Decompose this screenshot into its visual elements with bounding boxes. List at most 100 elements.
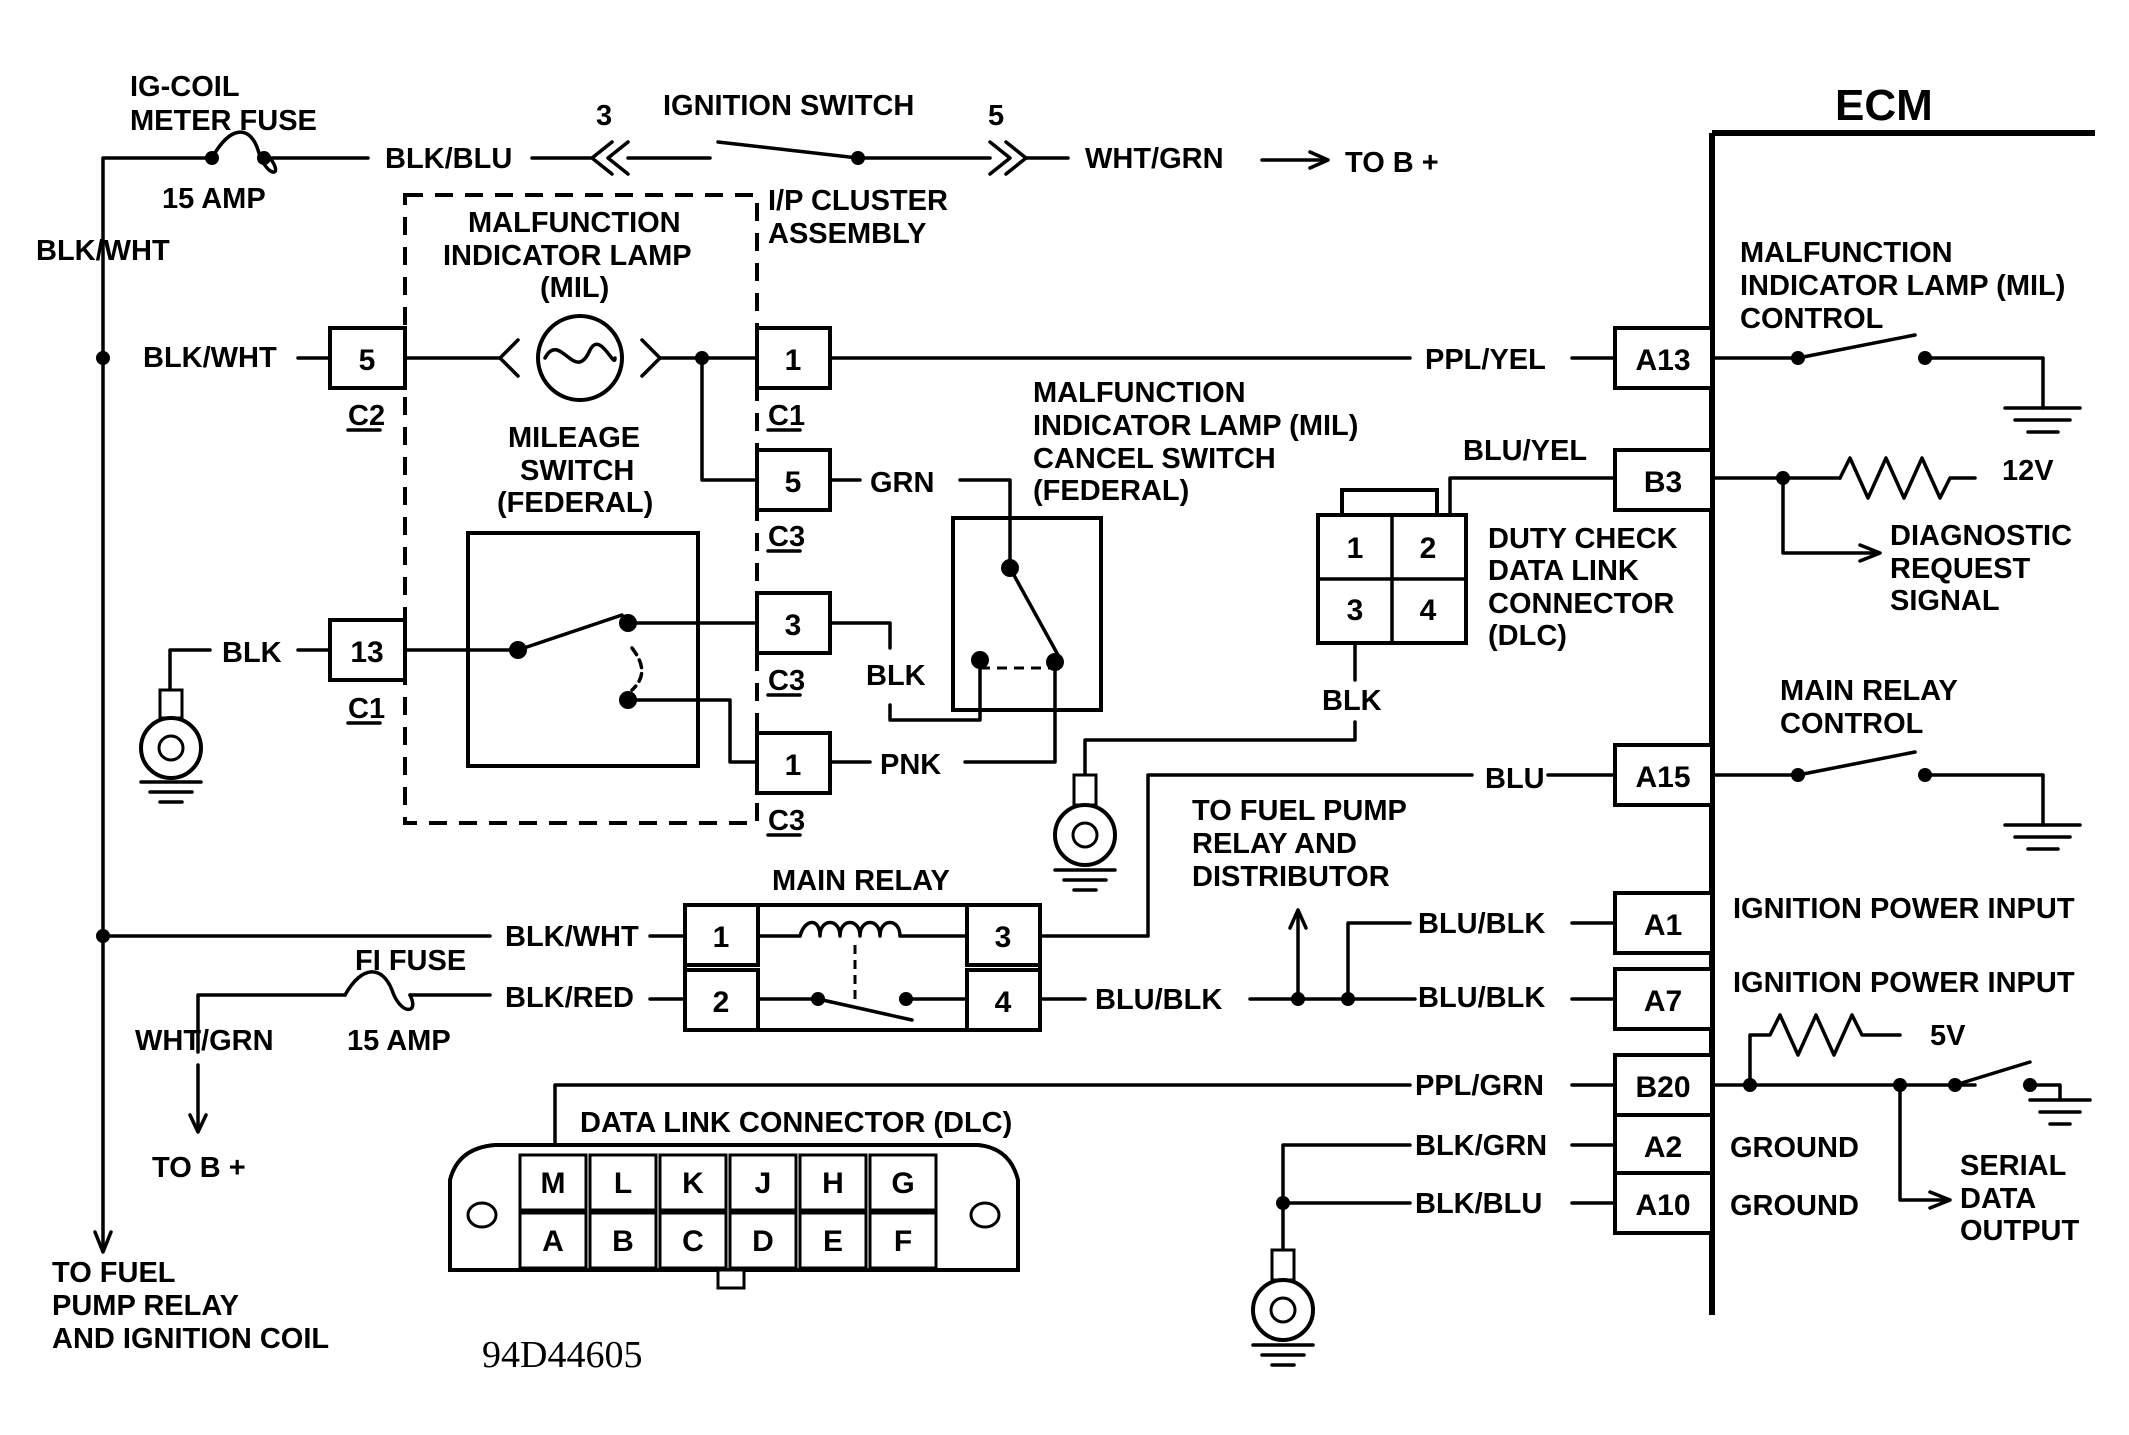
svg-text:DUTY CHECK: DUTY CHECK — [1488, 523, 1678, 555]
svg-text:OUTPUT: OUTPUT — [1960, 1215, 2080, 1247]
wire-blu-yel: BLU/YEL — [1463, 435, 1587, 467]
wire-wht-grn-bottom: WHT/GRN — [135, 1025, 274, 1057]
pin-a15: A15 — [1635, 761, 1690, 794]
svg-text:CONTROL: CONTROL — [1740, 303, 1883, 335]
dlc-pin-cell — [798, 1153, 868, 1212]
wire-blu-blk-relay: BLU/BLK — [1095, 984, 1222, 1016]
dlc-pin-label: D — [752, 1225, 774, 1258]
dlc-pin-cell — [518, 1153, 588, 1212]
ignition-power-input-1: IGNITION POWER INPUT — [1733, 893, 2075, 925]
duty-check-dlc: BLU/YEL B3 1 2 3 4 DUTY CHECK DATA LINK … — [1083, 435, 1714, 777]
fuse-rating-top: 15 AMP — [162, 183, 266, 215]
ig-coil-label: IG-COIL — [130, 71, 240, 103]
pin-a13: A13 — [1635, 344, 1690, 377]
fuse-symbol-top — [210, 130, 278, 174]
wire-blu: BLU — [1485, 763, 1545, 795]
dlc-pin-cell — [588, 1211, 658, 1270]
wire-blk-c1: BLK — [222, 637, 282, 669]
svg-text:MAIN RELAY: MAIN RELAY — [1780, 675, 1958, 707]
ecm-main-relay-control: MAIN RELAY CONTROL — [1710, 675, 2082, 851]
svg-text:(DLC): (DLC) — [1488, 620, 1567, 652]
wire-blk-blu-top: BLK/BLU — [385, 143, 512, 175]
main-relay: MAIN RELAY 1 2 3 4 — [683, 865, 1042, 1032]
ecm-title: ECM — [1835, 81, 1933, 130]
svg-text:MILEAGE: MILEAGE — [508, 422, 640, 454]
svg-text:SERIAL: SERIAL — [1960, 1150, 2066, 1182]
conn-c3-c: C3 — [768, 805, 805, 837]
svg-text:SWITCH: SWITCH — [520, 455, 634, 487]
dlc-pin-label: E — [823, 1225, 843, 1258]
svg-text:INDICATOR LAMP (MIL): INDICATOR LAMP (MIL) — [1740, 270, 2065, 302]
ignition-switch-label: IGNITION SWITCH — [663, 90, 914, 122]
svg-text:CONNECTOR: CONNECTOR — [1488, 588, 1674, 620]
pin-c1-13: 13 — [350, 636, 383, 669]
to-fuel-pump-label-2: RELAY AND — [1192, 828, 1357, 860]
conn-c3-a: C3 — [768, 521, 805, 553]
pin-c3-1: 1 — [785, 749, 802, 782]
wire-blk-wht-c2: BLK/WHT — [143, 342, 277, 374]
to-b-plus-top: TO B + — [1345, 147, 1439, 179]
connector-5-symbol — [988, 140, 1028, 176]
dlc-pin-cell — [868, 1211, 938, 1270]
svg-text:DATA LINK: DATA LINK — [1488, 555, 1639, 587]
wire-blu-blk-a7: BLU/BLK — [1418, 982, 1545, 1014]
diagnostic-request: 12V DIAGNOSTIC REQUEST SIGNAL — [1710, 455, 2072, 617]
dlc-pin-cell — [728, 1153, 798, 1212]
pin-a7: A7 — [1644, 985, 1682, 1018]
dlc-pin-label: L — [614, 1167, 632, 1200]
dlc-pin-label: F — [894, 1225, 912, 1258]
ground-mid — [1053, 773, 1117, 892]
dlc-pin-label: J — [755, 1167, 772, 1200]
conn-c1-b: C1 — [348, 693, 385, 725]
svg-text:CANCEL SWITCH: CANCEL SWITCH — [1033, 443, 1276, 475]
wire-blk-grn: BLK/GRN — [1415, 1130, 1547, 1162]
wire-blk-blu-bottom: BLK/BLU — [1415, 1188, 1542, 1220]
dlc-pin-cell — [658, 1211, 728, 1270]
svg-text:3: 3 — [1347, 594, 1364, 627]
svg-text:INDICATOR LAMP: INDICATOR LAMP — [443, 240, 692, 272]
to-fuel-pump-relay-2: PUMP RELAY — [52, 1290, 239, 1322]
mileage-switch: MILEAGE SWITCH (FEDERAL) — [466, 422, 700, 768]
svg-text:1: 1 — [1347, 532, 1364, 565]
pin-c3-5: 5 — [785, 466, 802, 499]
wire-blk-mid: BLK — [866, 660, 926, 692]
dlc-pin-label: G — [891, 1167, 914, 1200]
svg-text:SIGNAL: SIGNAL — [1890, 585, 2000, 617]
svg-text:3: 3 — [995, 921, 1012, 954]
wire-blk-dlc: BLK — [1322, 685, 1382, 717]
svg-text:(FEDERAL): (FEDERAL) — [1033, 475, 1189, 507]
to-fuel-pump-label-1: TO FUEL PUMP — [1192, 795, 1407, 827]
ecm-mil-control: MALFUNCTION INDICATOR LAMP (MIL) CONTROL — [1710, 237, 2082, 434]
svg-text:4: 4 — [995, 986, 1012, 1019]
dlc-pin-label: M — [541, 1167, 566, 1200]
svg-text:DIAGNOSTIC: DIAGNOSTIC — [1890, 520, 2072, 552]
ign-pin-3: 3 — [596, 100, 612, 132]
svg-text:4: 4 — [1420, 594, 1437, 627]
wire-blu-blk-a1: BLU/BLK — [1418, 908, 1545, 940]
ip-cluster-label-2: ASSEMBLY — [768, 218, 926, 250]
dlc-pin-label: C — [682, 1225, 704, 1258]
dlc-title: DATA LINK CONNECTOR (DLC) — [580, 1107, 1012, 1139]
pin-a2: A2 — [1644, 1131, 1682, 1164]
svg-text:DATA: DATA — [1960, 1183, 2036, 1215]
svg-text:MALFUNCTION: MALFUNCTION — [468, 207, 681, 239]
wire-ppl-yel: PPL/YEL — [1425, 344, 1546, 376]
wire-blk-wht-relay: BLK/WHT — [505, 921, 639, 953]
ignition-power-input-2: IGNITION POWER INPUT — [1733, 967, 2075, 999]
ground-label-2: GROUND — [1730, 1190, 1859, 1222]
wire-ppl-grn: PPL/GRN — [1415, 1070, 1544, 1102]
wire-blk-red: BLK/RED — [505, 982, 634, 1014]
svg-text:REQUEST: REQUEST — [1890, 553, 2030, 585]
svg-text:1: 1 — [713, 921, 730, 954]
conn-c1-a: C1 — [768, 400, 805, 432]
fi-fuse: FI FUSE BLK/RED WHT/GRN 15 AMP TO B + — [135, 945, 687, 1184]
svg-text:INDICATOR LAMP (MIL): INDICATOR LAMP (MIL) — [1033, 410, 1358, 442]
to-fuel-pump-label-3: DISTRIBUTOR — [1192, 861, 1390, 893]
wire-pnk: PNK — [880, 749, 941, 781]
to-b-plus-bottom: TO B + — [152, 1152, 246, 1184]
dlc-pin-label: K — [682, 1167, 704, 1200]
to-fuel-pump-relay-1: TO FUEL — [52, 1257, 176, 1289]
pin-b20: B20 — [1635, 1071, 1690, 1104]
svg-text:CONTROL: CONTROL — [1780, 708, 1923, 740]
